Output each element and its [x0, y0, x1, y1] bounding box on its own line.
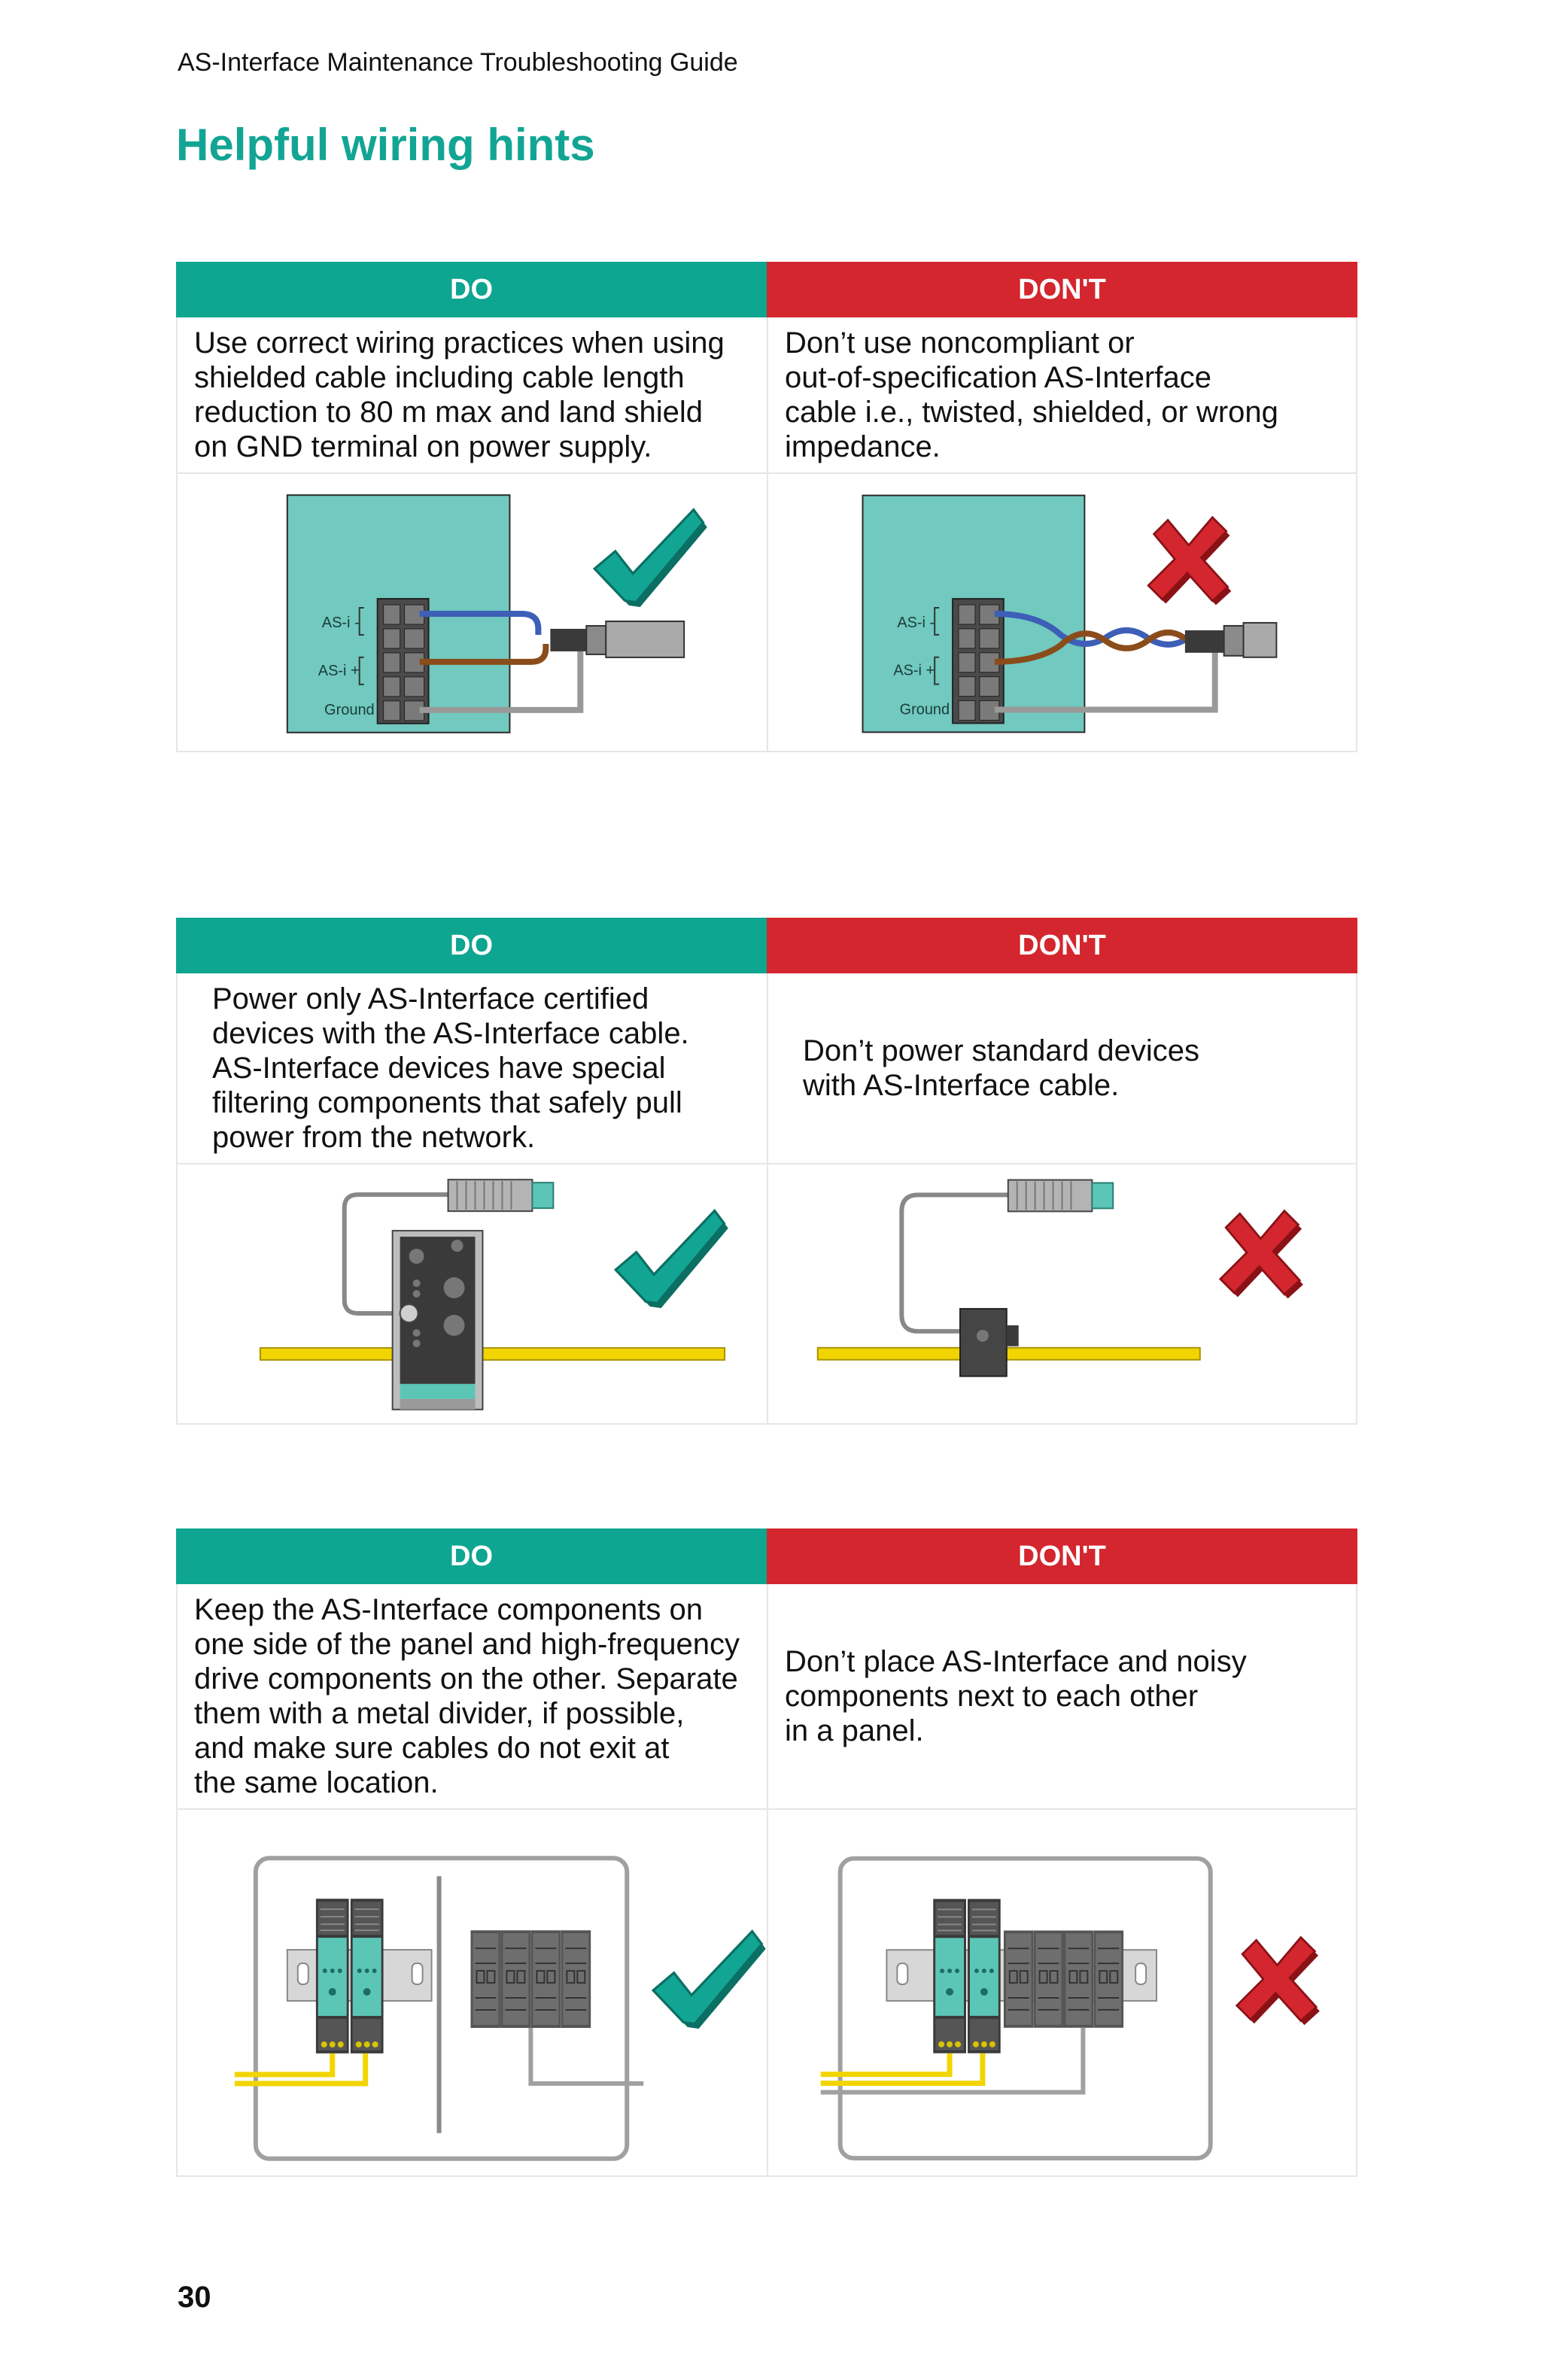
check-mark-icon: [593, 508, 709, 609]
dont-text: Don’t use noncompliant or out-of-specifi…: [785, 326, 1278, 463]
drive-component: [1063, 1930, 1094, 2028]
page-number: 30: [178, 2281, 211, 2314]
wiring-hint-section-2: DO DON'T Power only AS-Interface certifi…: [176, 918, 1357, 1425]
do-illustration-separated-panel: [178, 1810, 767, 2175]
separated-panel-diagram: [234, 1856, 767, 2161]
check-mark-icon: [652, 1929, 767, 2030]
drive-component: [500, 1930, 531, 2028]
terminal-label-asi-plus: AS-i +: [318, 663, 360, 679]
asi-module: [350, 1899, 384, 2054]
terminal-label-ground: Ground: [900, 701, 950, 718]
check-mark-icon: [614, 1209, 730, 1310]
mixed-panel-diagram: [820, 1856, 1321, 2161]
page-title: Helpful wiring hints: [176, 120, 595, 170]
cross-mark-icon: [1236, 1936, 1321, 2026]
do-illustration-certified-device: [178, 1164, 767, 1423]
drive-component: [470, 1930, 501, 2028]
do-header: DO: [176, 262, 767, 317]
drive-component: [1033, 1930, 1064, 2028]
asi-module: [967, 1899, 1001, 2054]
cross-mark-icon: [1219, 1210, 1305, 1300]
dont-text: Don’t power standard devices with AS-Int…: [803, 1034, 1199, 1102]
certified-module-diagram: [259, 1179, 730, 1410]
dont-header: DON'T: [767, 918, 1357, 973]
dont-header: DON'T: [767, 1528, 1357, 1584]
standard-device-diagram: [816, 1179, 1305, 1377]
dont-text: Don’t place AS-Interface and noisy compo…: [785, 1645, 1247, 1747]
terminal-wiring-wrong-diagram: AS-i - AS-i + Ground: [862, 494, 1278, 733]
dont-header: DON'T: [767, 262, 1357, 317]
do-illustration-shielded-cable: AS-i - AS-i + Ground: [178, 474, 767, 751]
asi-module: [933, 1899, 966, 2054]
terminal-label-asi-minus: AS-i -: [897, 615, 935, 631]
do-text: Use correct wiring practices when using …: [194, 326, 725, 463]
terminal-label-ground: Ground: [324, 702, 375, 718]
terminal-wiring-correct-diagram: AS-i - AS-i + Ground: [286, 494, 709, 733]
terminal-label-asi-minus: AS-i -: [322, 615, 360, 631]
do-header: DO: [176, 918, 767, 973]
running-head: AS-Interface Maintenance Troubleshooting…: [178, 48, 738, 77]
wiring-hint-section-1: DO DON'T Use correct wiring practices wh…: [176, 262, 1357, 752]
do-text: Keep the AS-Interface components on one …: [194, 1593, 740, 1799]
drive-component: [1093, 1930, 1124, 2028]
dont-illustration-mixed-panel: [767, 1810, 1356, 2175]
dont-illustration-twisted-cable: AS-i - AS-i + Ground: [767, 474, 1356, 751]
dont-illustration-standard-device: [767, 1164, 1356, 1423]
cross-mark-icon: [1147, 516, 1232, 606]
wiring-hint-section-3: DO DON'T Keep the AS-Interface component…: [176, 1528, 1357, 2177]
terminal-label-asi-plus: AS-i +: [893, 663, 935, 679]
drive-component: [530, 1930, 561, 2028]
asi-module: [315, 1899, 349, 2054]
do-text: Power only AS-Interface certified device…: [212, 982, 689, 1154]
do-header: DO: [176, 1528, 767, 1584]
drive-component: [1003, 1930, 1034, 2028]
drive-component: [561, 1930, 591, 2028]
